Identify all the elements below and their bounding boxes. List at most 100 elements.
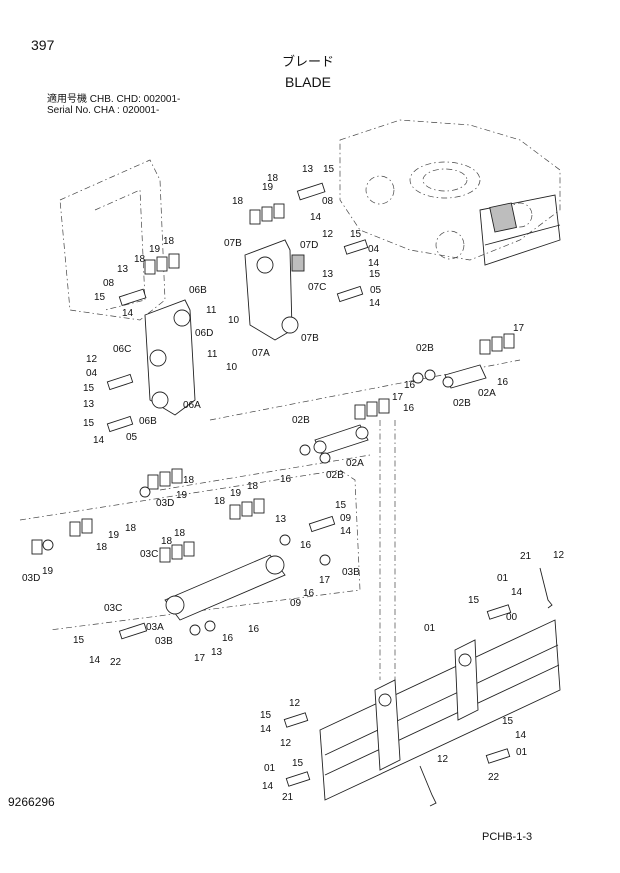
callout-label: 03D	[22, 573, 40, 584]
document-number: 9266296	[8, 795, 55, 809]
callout-label: 21	[282, 792, 294, 803]
callout-label: 08	[322, 196, 334, 207]
callout-label: 13	[117, 264, 129, 275]
callout-label: 15	[83, 383, 95, 394]
callout-label: 12	[280, 738, 292, 749]
callout-label: 03B	[155, 636, 173, 647]
callout-label: 18	[134, 254, 146, 265]
callout-label: 13	[322, 269, 334, 280]
callout-label: 12	[437, 754, 449, 765]
callout-label: 03A	[146, 622, 164, 633]
callout-label: 14	[260, 724, 272, 735]
callout-label: 19	[108, 530, 120, 541]
callout-label: 13	[83, 399, 95, 410]
callout-label: 16	[222, 633, 234, 644]
callout-label: 07C	[308, 282, 326, 293]
callout-label: 04	[368, 244, 380, 255]
callout-label: 01	[516, 747, 528, 758]
callout-label: 17	[392, 392, 404, 403]
callout-label: 03D	[156, 498, 174, 509]
callout-label: 00	[506, 612, 518, 623]
callout-label: 03C	[140, 549, 158, 560]
serial-line-2: Serial No. CHA : 020001-	[47, 105, 160, 116]
callout-label: 12	[322, 229, 334, 240]
arm-03	[164, 554, 286, 621]
callout-label: 03C	[104, 603, 122, 614]
callout-label: 12	[553, 550, 565, 561]
callout-label: 13	[302, 164, 314, 175]
callout-label: 15	[502, 716, 514, 727]
callout-label: 15	[292, 758, 304, 769]
callout-label: 08	[103, 278, 115, 289]
callout-label: 18	[174, 528, 186, 539]
callout-label: 18	[267, 173, 279, 184]
callout-label: 15	[83, 418, 95, 429]
callout-label: 15	[468, 595, 480, 606]
callout-label: 19	[230, 488, 242, 499]
callout-label: 07B	[224, 238, 242, 249]
callout-label: 07D	[300, 240, 318, 251]
lock-pins	[419, 567, 553, 807]
callout-label: 14	[122, 308, 134, 319]
callout-label: 17	[513, 323, 525, 334]
page-reference: PCHB-1-3	[482, 831, 533, 843]
bracket-07	[244, 239, 305, 341]
callout-label: 06A	[183, 400, 201, 411]
callout-label: 15	[350, 229, 362, 240]
callout-label: 14	[368, 258, 380, 269]
callout-label: 01	[264, 763, 276, 774]
callout-label: 15	[94, 292, 106, 303]
callout-label: 14	[340, 526, 352, 537]
callout-label: 19	[176, 490, 188, 501]
callout-label: 06B	[189, 285, 207, 296]
callout-label: 18	[161, 536, 173, 547]
callout-label: 03B	[342, 567, 360, 578]
callout-label: 17	[194, 653, 206, 664]
callout-label: 16	[280, 474, 292, 485]
callout-label: 05	[370, 285, 382, 296]
callout-label: 16	[300, 540, 312, 551]
callout-label: 16	[497, 377, 509, 388]
callout-label: 19	[149, 244, 161, 255]
callout-label: 04	[86, 368, 98, 379]
callout-label: 05	[126, 432, 138, 443]
callout-label: 15	[335, 500, 347, 511]
frame-phantom	[19, 159, 521, 690]
callout-label: 14	[93, 435, 105, 446]
pins	[106, 182, 512, 787]
callout-label: 21	[520, 551, 532, 562]
callout-label: 01	[424, 623, 436, 634]
callout-label: 02B	[326, 470, 344, 481]
bracket-06	[144, 299, 196, 416]
callout-label: 02A	[478, 388, 496, 399]
callout-label: 19	[262, 182, 274, 193]
callout-label: 06C	[113, 344, 131, 355]
serial-line-1: 適用号機 CHB. CHD: 002001-	[47, 94, 181, 105]
callout-label: 18	[125, 523, 137, 534]
callout-label: 17	[319, 575, 331, 586]
callout-label: 09	[290, 598, 302, 609]
callout-label: 11	[206, 305, 217, 316]
callout-label: 18	[96, 542, 108, 553]
callout-label: 07A	[252, 348, 270, 359]
callout-label: 10	[228, 315, 240, 326]
callout-label: 06B	[139, 416, 157, 427]
callout-label: 15	[260, 710, 272, 721]
page-number: 397	[31, 37, 55, 53]
callout-label: 13	[275, 514, 287, 525]
callout-label: 14	[515, 730, 527, 741]
callout-label: 18	[183, 475, 195, 486]
callout-labels: 13 15 19 18 18 08 14 12 15 07B 07D 04 14…	[22, 164, 565, 803]
callout-label: 15	[323, 164, 335, 175]
callout-label: 18	[247, 481, 259, 492]
callout-label: 09	[340, 513, 352, 524]
callout-label: 11	[207, 349, 218, 360]
callout-label: 14	[262, 781, 274, 792]
callout-label: 19	[42, 566, 54, 577]
excavator-undercarriage	[339, 119, 561, 266]
serial-info: 適用号機 CHB. CHD: 002001- Serial No. CHA : …	[47, 95, 180, 117]
callout-label: 18	[214, 496, 226, 507]
bushings	[42, 369, 436, 636]
callout-label: 16	[303, 588, 315, 599]
